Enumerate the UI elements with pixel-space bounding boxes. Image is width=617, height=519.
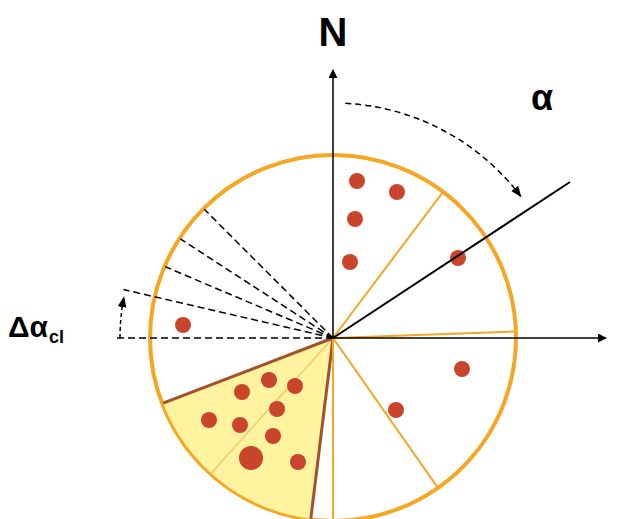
- sector-cut: [333, 193, 443, 338]
- slice-edge: [163, 338, 333, 403]
- heading-line: [333, 182, 570, 338]
- topping: [342, 254, 358, 270]
- topping: [389, 184, 405, 200]
- dashed-line: [204, 209, 333, 338]
- sub-sector-lines: [113, 209, 333, 338]
- topping: [175, 317, 191, 333]
- topping: [269, 401, 285, 417]
- topping: [234, 384, 250, 400]
- sector-cuts: [333, 193, 515, 519]
- topping: [232, 417, 248, 433]
- topping: [290, 454, 306, 470]
- angle-step-subscript: cl: [49, 328, 64, 346]
- topping: [349, 173, 365, 189]
- north-axis: [332, 70, 334, 338]
- topping-large: [239, 446, 263, 470]
- sector-cut: [332, 338, 334, 519]
- angle-arc: [345, 103, 520, 196]
- topping: [265, 428, 281, 444]
- dashed-line: [124, 290, 334, 338]
- dashed-axis: [113, 337, 333, 339]
- sector-cut: [333, 332, 515, 338]
- topping: [454, 361, 470, 377]
- toppings: [175, 173, 470, 470]
- selected-slice: [163, 338, 333, 519]
- dashed-line: [180, 239, 333, 338]
- slice-edge: [311, 338, 333, 519]
- topping: [201, 412, 217, 428]
- north-label: N: [319, 12, 348, 52]
- dashed-line: [165, 267, 333, 338]
- topping: [347, 211, 363, 227]
- topping: [261, 372, 277, 388]
- angle-step-label: Δα: [8, 312, 48, 342]
- angle-label: α: [531, 80, 553, 116]
- angle-arc: [120, 297, 124, 338]
- topping: [388, 402, 404, 418]
- east-axis: [333, 337, 606, 339]
- slice-cut: [211, 338, 333, 473]
- topping: [287, 378, 303, 394]
- sector-cut: [333, 338, 437, 487]
